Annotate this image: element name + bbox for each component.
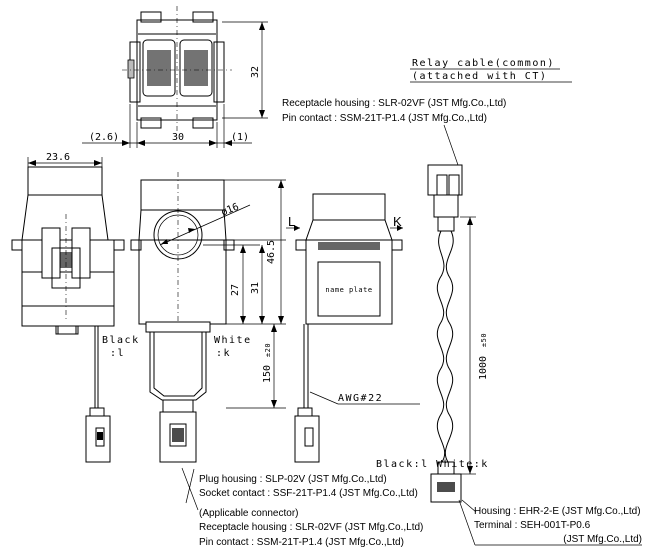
note-ehr-maker: (JST Mfg.Co.,Ltd) (563, 534, 642, 545)
relay-cable-label-2: (attached with CT) (412, 71, 547, 82)
note-applicable: (Applicable connector) (199, 508, 299, 519)
dimension-150: 150 ±20 (226, 324, 286, 409)
relay-cable-label-1: Relay cable(common) (412, 58, 555, 69)
note-receptacle-bottom: Receptacle housing : SLR-02VF (JST Mfg.C… (199, 522, 423, 533)
top-view (122, 6, 232, 132)
mark-l: L (288, 214, 295, 229)
black-l-label-a: Black (102, 335, 140, 346)
dim-150-tol-text: ±20 (264, 343, 272, 357)
white-k-label-b: :k (216, 348, 231, 359)
awg-label: AWG#22 (338, 393, 383, 404)
dim-27-text: 27 (230, 284, 241, 296)
note-ehr-terminal: Terminal : SEH-001T-P0.6 (474, 520, 591, 531)
front-view: ø16 (130, 172, 251, 463)
dim-diameter-text: ø16 (220, 202, 241, 219)
dim-31-text: 31 (250, 282, 261, 294)
relay-cable: Relay cable(common) (attached with CT) 1… (410, 58, 572, 503)
note-ehr-housing: Housing : EHR-2-E (JST Mfg.Co.,Ltd) (474, 506, 641, 517)
dimension-30: 30 (2.6) (1) (82, 104, 252, 148)
note-socket-contact: Socket contact : SSF-21T-P1.4 (JST Mfg.C… (199, 488, 418, 499)
dimension-heights: 46.5 31 27 (203, 179, 286, 325)
dimension-23-6: 23.6 (27, 152, 103, 172)
mark-k: K (393, 214, 402, 229)
side-view-left (11, 166, 125, 463)
note-plug-housing: Plug housing : SLP-02V (JST Mfg.Co.,Ltd) (199, 474, 387, 485)
dim-30-text: 30 (172, 132, 184, 143)
note-pin-top: Pin contact : SSM-21T-P1.4 (JST Mfg.Co.,… (282, 113, 487, 124)
dim-1000-tol-text: ±50 (480, 333, 488, 347)
dim-32-text: 32 (250, 66, 261, 78)
note-receptacle-top: Receptacle housing : SLR-02VF (JST Mfg.C… (282, 98, 506, 109)
dimension-32: 32 (222, 21, 268, 119)
dim-2-6-text: (2.6) (89, 132, 119, 143)
black-white-bottom-label: Black:l White:k (376, 459, 489, 470)
dim-150-text: 150 (262, 365, 273, 383)
dim-1-text: (1) (231, 132, 249, 143)
side-view-right (294, 193, 403, 463)
dim-23-6-text: 23.6 (46, 152, 70, 163)
white-k-label-a: White (214, 335, 252, 346)
dim-1000-text: 1000 (478, 356, 489, 380)
dim-46-5-text: 46.5 (266, 240, 277, 264)
note-pin-bottom: Pin contact : SSM-21T-P1.4 (JST Mfg.Co.,… (199, 537, 404, 548)
name-plate-text: name plate (325, 286, 372, 294)
black-l-label-b: :l (110, 348, 125, 359)
